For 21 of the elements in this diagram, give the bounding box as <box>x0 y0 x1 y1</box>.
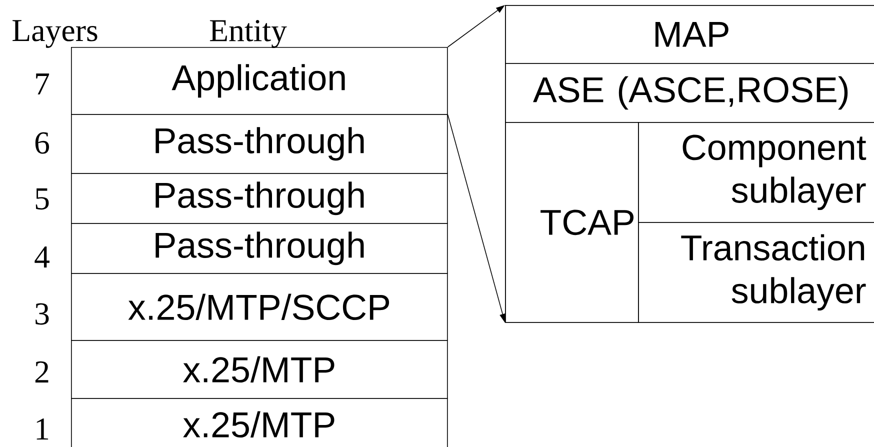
layer-cell: Pass-through <box>71 222 448 274</box>
layer-cell: x.25/MTP <box>71 398 448 447</box>
layer-number: 3 <box>36 303 49 325</box>
layer-number: 4 <box>34 246 50 268</box>
column-header: Layers <box>12 20 98 48</box>
layer-cell: Transaction sublayer <box>638 222 874 323</box>
layer-cell: x.25/MTP/SCCP <box>71 273 448 341</box>
layer-number: 6 <box>35 132 50 154</box>
layer-cell: MAP <box>505 5 874 64</box>
layer-number: 1 <box>36 418 48 440</box>
layer-cell: TCAP <box>505 122 639 323</box>
layer-cell: Pass-through <box>71 114 448 174</box>
layer-cell: ASE (ASCE,ROSE) <box>505 63 874 123</box>
layer-cell: Component sublayer <box>638 122 874 223</box>
layer-cell: Pass-through <box>71 172 448 224</box>
layer-number: 7 <box>36 74 50 94</box>
layer-cell: x.25/MTP <box>71 340 448 399</box>
layer-number: 2 <box>35 361 48 383</box>
column-header: Entity <box>210 20 287 48</box>
layer-cell: Application <box>71 47 448 115</box>
layer-number: 5 <box>36 188 49 210</box>
